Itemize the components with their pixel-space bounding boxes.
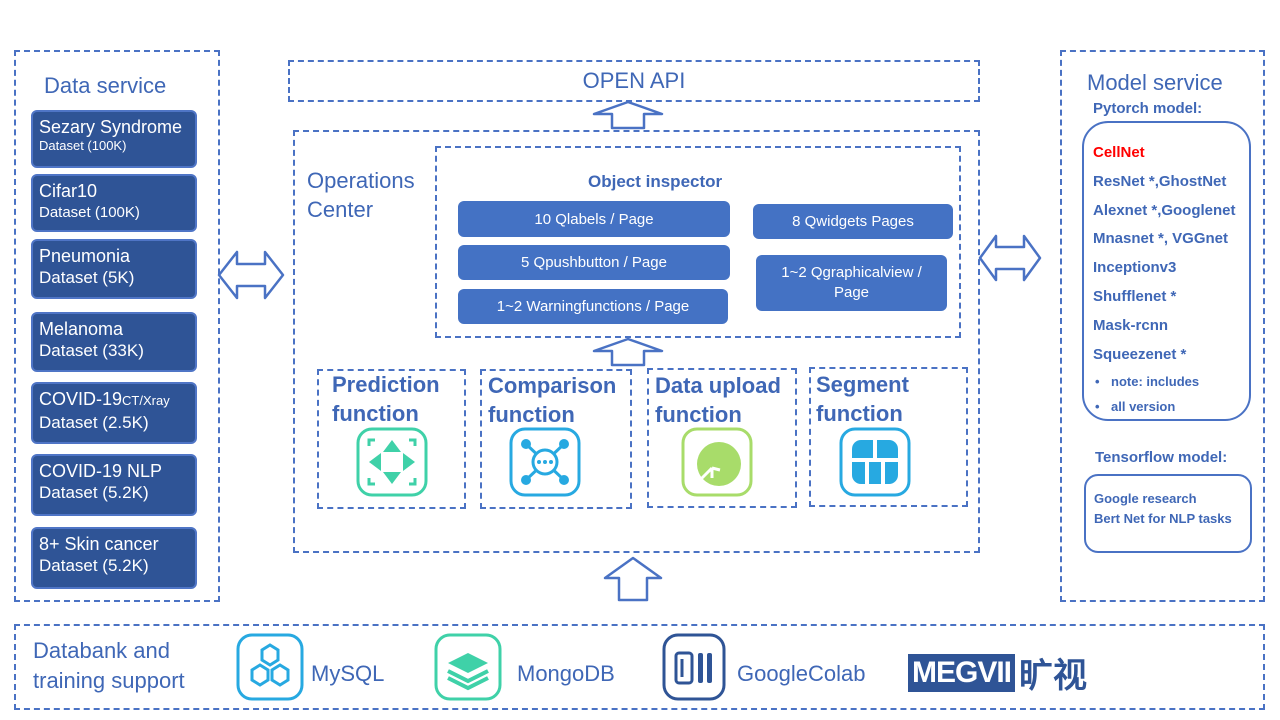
tensorflow-models-box [1084, 474, 1252, 553]
tensorflow-label: Tensorflow model: [1095, 449, 1228, 466]
pytorch-models-box [1082, 121, 1251, 421]
warningfunctions-pill[interactable]: 1~2 Warningfunctions / Page [458, 289, 728, 324]
model-inception[interactable]: Inceptionv3 [1093, 259, 1177, 276]
note-line-2: •all version [1095, 399, 1176, 414]
colab-bars-icon [662, 633, 726, 701]
dataset-skin-cancer[interactable]: 8+ Skin cancer Dataset (5.2K) [31, 527, 197, 589]
model-service-title: Model service [1087, 70, 1223, 95]
model-mnasnet[interactable]: Mnasnet *, VGGnet [1093, 230, 1229, 247]
up-arrow-inner-icon [592, 337, 664, 367]
dataset-melanoma[interactable]: Melanoma Dataset (33K) [31, 312, 197, 372]
up-arrow-icon [592, 100, 664, 130]
dataset-sezary[interactable]: Sezary Syndrome Dataset (100K) [31, 110, 197, 168]
segment-function-box[interactable] [809, 367, 968, 507]
double-arrow-right-icon [978, 234, 1042, 282]
segment-function-label: Segment function [816, 372, 909, 426]
qwidgets-pill[interactable]: 8 Qwidgets Pages [753, 204, 953, 239]
dataset-covid-nlp[interactable]: COVID-19 NLP Dataset (5.2K) [31, 454, 197, 516]
open-api-label: OPEN API [582, 68, 686, 93]
double-arrow-left-icon [217, 250, 285, 300]
tensorflow-line-1[interactable]: Google research [1094, 491, 1197, 506]
object-inspector-title: Object inspector [588, 172, 723, 191]
data-upload-function-box[interactable] [647, 368, 797, 508]
network-nodes-icon [509, 427, 581, 497]
grid-segment-icon [839, 427, 911, 497]
qpushbutton-pill[interactable]: 5 Qpushbutton / Page [458, 245, 730, 280]
prediction-function-label: Prediction function [332, 372, 440, 426]
qlabels-pill[interactable]: 10 Qlabels / Page [458, 201, 730, 237]
model-cellnet[interactable]: CellNet [1093, 144, 1145, 161]
up-arrow-bottom-icon [603, 556, 663, 602]
model-alexnet[interactable]: Alexnet *,Googlenet [1093, 202, 1236, 219]
dataset-covid-ct[interactable]: COVID-19CT/Xray Dataset (2.5K) [31, 382, 197, 444]
mongodb-label[interactable]: MongoDB [517, 661, 615, 686]
open-api-bar [288, 60, 980, 102]
data-service-title: Data service [44, 73, 167, 98]
note-line-1: •note: includes [1095, 374, 1200, 389]
model-squeezenet[interactable]: Squeezenet * [1093, 346, 1187, 363]
data-service-panel [14, 50, 220, 602]
megvii-logo: MEGVII 旷视 [908, 648, 1087, 697]
operations-center-panel [293, 130, 980, 553]
dataset-pneumonia[interactable]: Pneumonia Dataset (5K) [31, 239, 197, 299]
tensorflow-line-2[interactable]: Bert Net for NLP tasks [1094, 511, 1232, 526]
cloud-upload-icon [681, 427, 753, 497]
model-service-panel [1060, 50, 1265, 602]
diamond-arrows-icon [356, 427, 428, 497]
qgraphicalview-pill[interactable]: 1~2 Qgraphicalview / Page [756, 255, 947, 311]
data-upload-function-label: Data upload function [655, 373, 781, 427]
model-resnet[interactable]: ResNet *,GhostNet [1093, 173, 1227, 190]
stack-layers-icon [434, 633, 502, 701]
prediction-function-box[interactable] [317, 369, 466, 509]
comparison-function-label: Comparison function [488, 373, 617, 427]
model-mask-rcnn[interactable]: Mask-rcnn [1093, 317, 1169, 334]
databank-title: Databank and training support [33, 638, 185, 693]
operations-title: Operations Center [307, 168, 415, 222]
mysql-label[interactable]: MySQL [311, 661, 385, 686]
object-inspector-panel [435, 146, 961, 338]
hexagon-cluster-icon [236, 633, 304, 701]
comparison-function-box[interactable] [480, 369, 632, 509]
databank-panel [14, 624, 1265, 710]
pytorch-label: Pytorch model: [1093, 100, 1203, 117]
googlecolab-label[interactable]: GoogleColab [737, 661, 866, 686]
dataset-cifar10[interactable]: Cifar10 Dataset (100K) [31, 174, 197, 232]
model-shufflenet[interactable]: Shufflenet * [1093, 288, 1177, 305]
